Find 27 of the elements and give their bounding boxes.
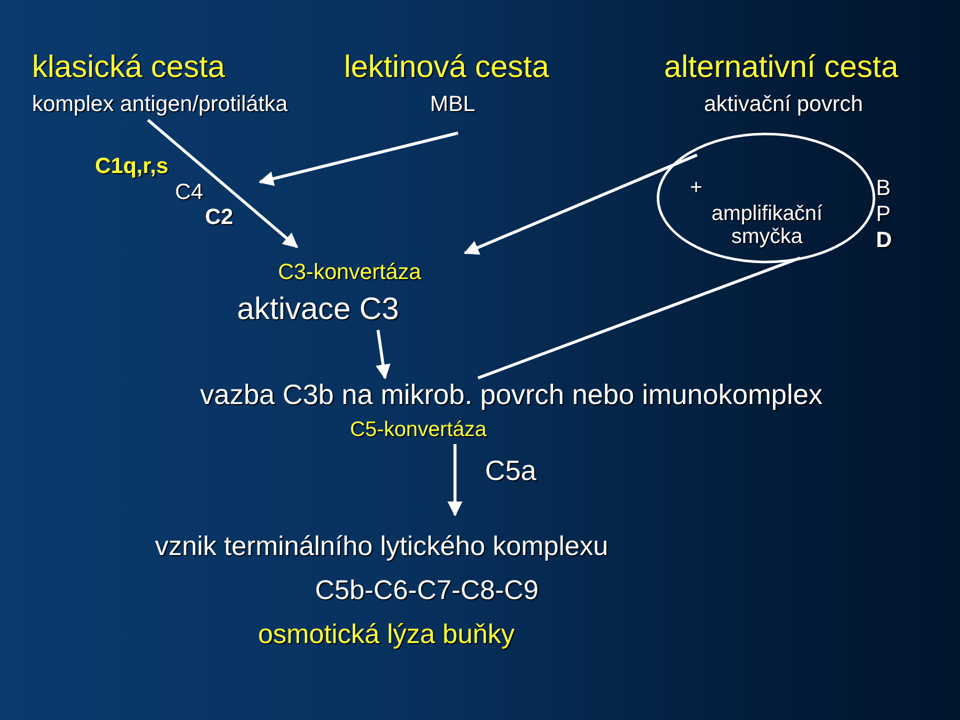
arrow xyxy=(258,132,458,186)
arrow xyxy=(464,154,698,255)
pathway-heading: C5-konvertáza xyxy=(350,418,487,442)
pathway-text: osmotická lýza buňky xyxy=(258,620,515,650)
side-letter: D xyxy=(876,228,892,252)
pathway-text: aktivace C3 xyxy=(237,292,399,326)
component-label: C2 xyxy=(205,205,234,230)
edge-label: C5a xyxy=(485,456,536,486)
side-letter: P xyxy=(876,202,891,226)
pathway-heading: vznik terminálního lytického komplexu xyxy=(155,532,608,562)
pathway-heading: + xyxy=(690,176,702,200)
pathway-heading: lektinová cesta xyxy=(344,50,550,84)
pathway-heading: vazba C3b na mikrob. povrch nebo imunokomplex xyxy=(200,380,823,411)
pathway-text: MBL xyxy=(430,92,476,116)
arrow xyxy=(147,118,298,248)
pathway-heading: alternativní cesta xyxy=(664,50,898,84)
arrow xyxy=(376,330,390,380)
pathway-text: aktivační povrch xyxy=(704,92,863,116)
arrow xyxy=(448,444,462,516)
component-label: C4 xyxy=(175,180,204,204)
side-letter: B xyxy=(876,176,891,200)
pathway-heading: C3-konvertáza xyxy=(278,260,422,284)
pathway-heading: klasická cesta xyxy=(32,50,225,84)
pathway-text: amplifikační smyčka xyxy=(710,202,824,248)
pathway-text: C5b-C6-C7-C8-C9 xyxy=(315,576,539,606)
component-label: C1q,r,s xyxy=(95,154,168,178)
pathway-text: komplex antigen/protilátka xyxy=(32,92,288,116)
